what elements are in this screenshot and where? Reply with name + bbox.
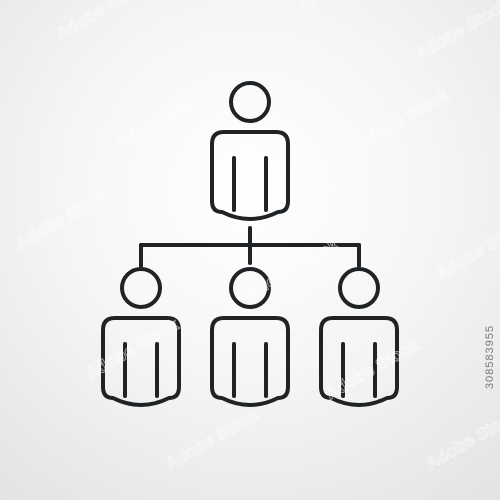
stock-id-label: 308583955	[484, 325, 496, 390]
org-connector-icon	[139, 226, 361, 268]
person-top-icon	[210, 81, 290, 221]
person-center-icon	[210, 267, 290, 407]
person-right-icon	[319, 267, 399, 407]
person-left-icon	[101, 267, 181, 407]
